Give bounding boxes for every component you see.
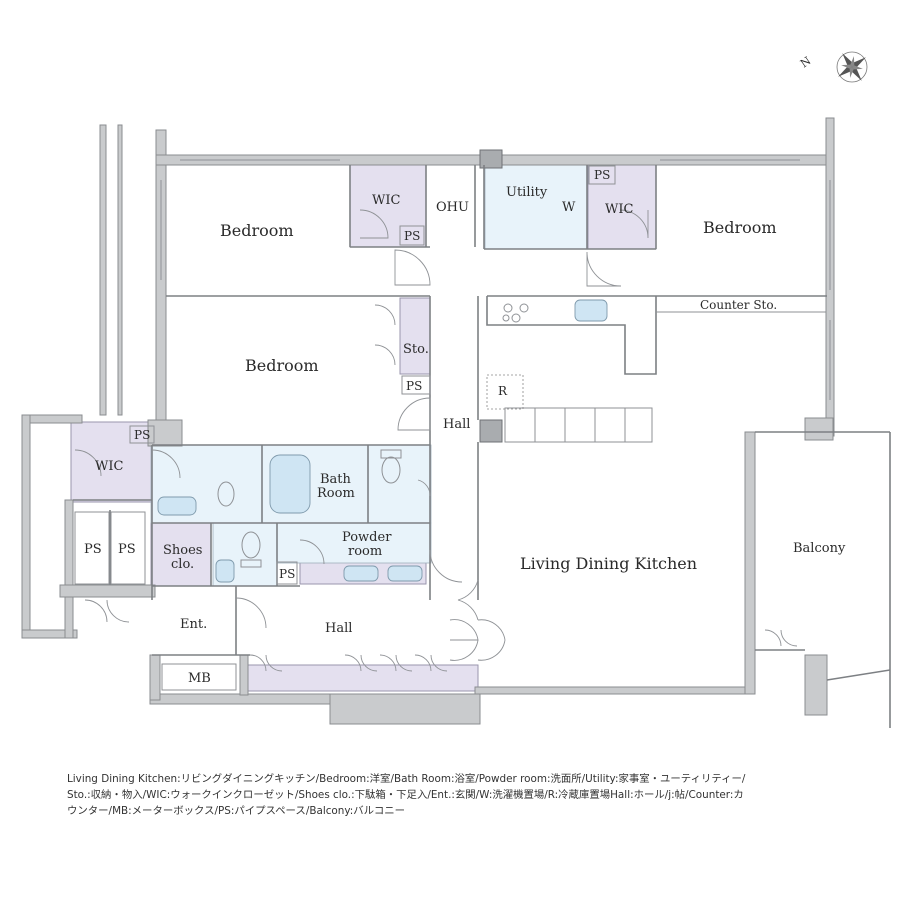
hall-storage-strip-fill	[245, 664, 479, 692]
counter-storage-label: Counter Sto.	[700, 298, 777, 312]
wic-label-left: WIC	[95, 459, 123, 474]
sink-icon	[157, 496, 197, 516]
washer-space-label: W	[562, 200, 576, 215]
kitchen-sink-icon	[574, 299, 608, 322]
powder-room-label: Powder	[342, 530, 392, 545]
toilet-icon	[241, 531, 261, 559]
sink-icon	[215, 559, 235, 583]
balcony-label: Balcony	[793, 541, 846, 556]
island-counter	[504, 407, 653, 443]
stove-icon	[502, 303, 529, 323]
compass-north-label: N	[798, 54, 814, 70]
wic-label-upper-left: WIC	[372, 193, 400, 208]
windows	[160, 159, 831, 400]
toilet-icon	[381, 456, 401, 484]
kitchen-counter	[486, 296, 657, 375]
legend-line: Living Dining Kitchen:リビングダイニングキッチン/Bedr…	[67, 773, 746, 785]
ps-label: PS	[406, 379, 422, 393]
bedroom-label-upper-left: Bedroom	[220, 221, 294, 240]
ps-label: PS	[404, 229, 420, 243]
fridge-label: R	[498, 384, 508, 398]
powder-fill	[276, 522, 432, 564]
ohu-label: OHU	[436, 200, 469, 215]
sto-fill	[399, 297, 431, 375]
utility-label: Utility	[506, 185, 548, 200]
bath-room-label: Bath	[320, 472, 352, 487]
utility-fill	[484, 164, 588, 250]
legend-line: Sto.:収納・物入/WIC:ウォークインクローゼット/Shoes clo.:下…	[67, 789, 744, 801]
compass-rose-icon: N	[798, 51, 868, 83]
entrance-label: Ent.	[180, 617, 207, 632]
fridge-space	[486, 374, 524, 410]
powder-room-label: room	[348, 544, 382, 559]
ps-label: PS	[594, 168, 610, 182]
ps-label: PS	[134, 428, 150, 442]
shoes-closet-label: Shoes	[163, 543, 202, 558]
toilet-icon	[217, 481, 235, 507]
ps-label: PS	[84, 542, 102, 557]
doors	[74, 209, 798, 672]
bathtub-icon	[269, 454, 311, 514]
meter-box-label: MB	[188, 671, 211, 686]
hall-label-upper: Hall	[443, 417, 470, 432]
floor-plan: N	[21, 51, 891, 728]
bedroom-label-middle: Bedroom	[245, 356, 319, 375]
shoes-clo-fill	[150, 522, 212, 587]
storage-label: Sto.	[403, 342, 429, 357]
living-dining-kitchen-label: Living Dining Kitchen	[520, 554, 697, 573]
shoes-closet-label: clo.	[171, 557, 194, 572]
wic-label-upper-right: WIC	[605, 202, 633, 217]
outer-walls	[21, 117, 835, 725]
ps-label: PS	[118, 542, 136, 557]
hall-label-lower: Hall	[325, 621, 352, 636]
legend: Living Dining Kitchen:リビングダイニングキッチン/Bedr…	[67, 771, 897, 819]
legend-line: ウンター/MB:メーターボックス/PS:パイプスペース/Balcony:バルコニ…	[67, 805, 405, 817]
interior-walls	[73, 165, 891, 728]
wic-upper-right-fill	[587, 164, 657, 250]
bedroom-label-upper-right: Bedroom	[703, 218, 777, 237]
mb-box	[161, 663, 237, 691]
sink-icon	[387, 565, 423, 582]
ps-label: PS	[279, 567, 295, 581]
bath-room-label: Room	[317, 486, 355, 501]
sink-icon	[343, 565, 379, 582]
